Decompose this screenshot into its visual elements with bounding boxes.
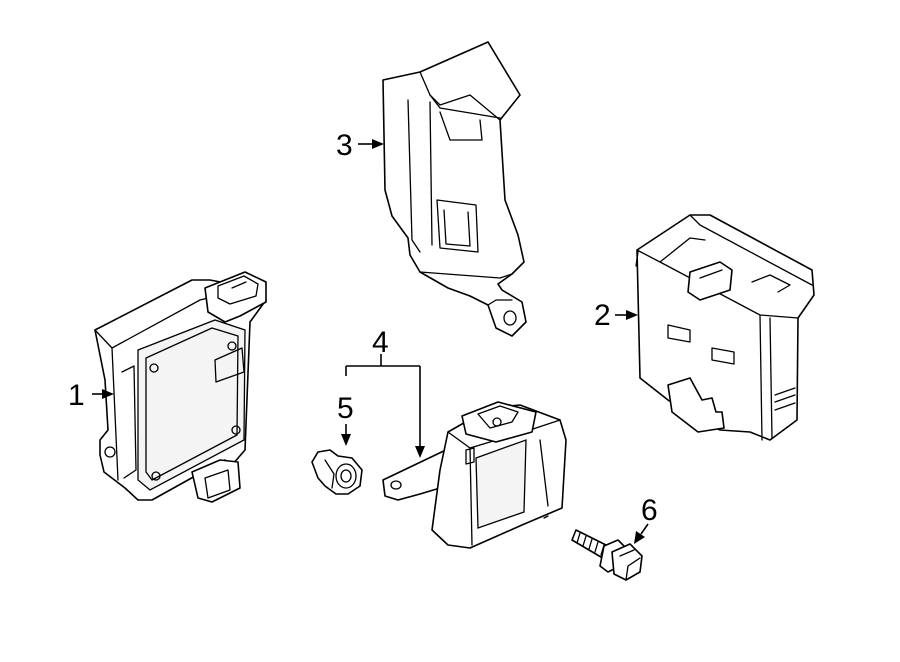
part-6-bolt (571, 529, 643, 581)
leader-2 (615, 310, 638, 320)
part-1-module (94, 271, 267, 503)
callout-3: 3 (336, 129, 353, 162)
callout-6: 6 (641, 494, 658, 527)
leader-3 (358, 139, 384, 149)
callout-5: 5 (337, 392, 354, 425)
callout-2: 2 (594, 299, 611, 332)
callout-1: 1 (68, 379, 85, 412)
part-2-module (635, 214, 815, 441)
callout-4: 4 (372, 326, 389, 359)
leader-4 (345, 354, 425, 458)
part-5-clip (311, 449, 363, 495)
part-3-bracket (382, 41, 527, 337)
part-4-module (382, 401, 567, 549)
leader-1 (92, 389, 114, 399)
leader-6 (634, 523, 649, 544)
leader-5 (341, 424, 351, 446)
